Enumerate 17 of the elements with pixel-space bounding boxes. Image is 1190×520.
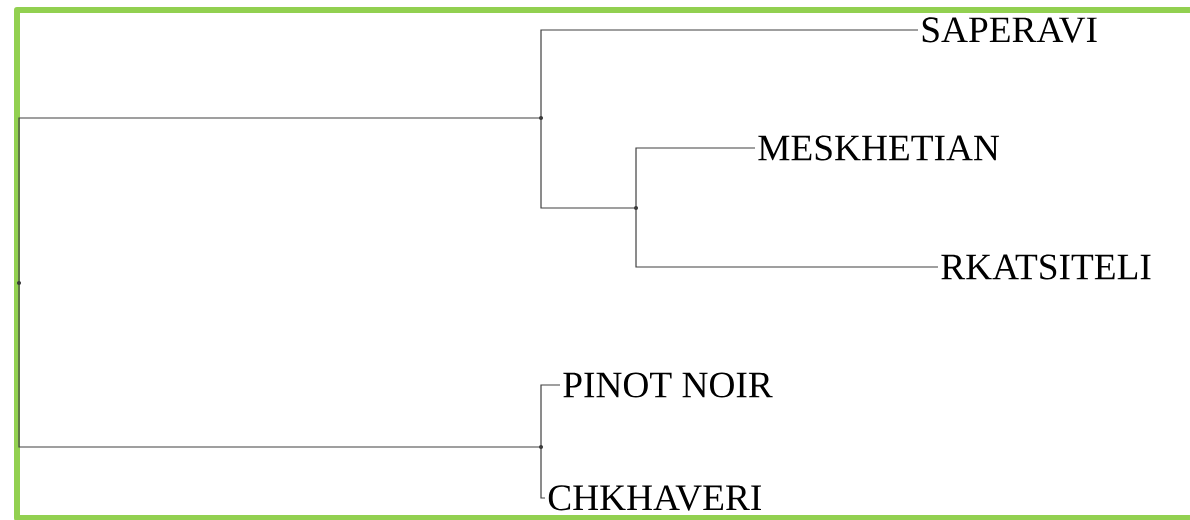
tree-branch (540, 446, 546, 499)
branch-point (17, 281, 21, 285)
leaf-label: PINOT NOIR (563, 372, 773, 398)
leaf-label: SAPERAVI (922, 17, 1097, 43)
tree-branch (540, 29, 919, 119)
branch-point (539, 445, 543, 449)
branch-point (539, 116, 543, 120)
leaf-label: RKATSITELI (941, 254, 1151, 280)
tree-branch (540, 384, 561, 448)
tree-branch (18, 117, 542, 284)
leaf-label: MESKHETIAN (758, 135, 1000, 161)
tree-branch (635, 147, 756, 209)
tree-branch (540, 117, 637, 209)
branch-point (634, 206, 638, 210)
tree-branch (18, 282, 542, 448)
leaf-label: CHKHAVERI (548, 485, 761, 511)
tree-branch (635, 207, 939, 268)
